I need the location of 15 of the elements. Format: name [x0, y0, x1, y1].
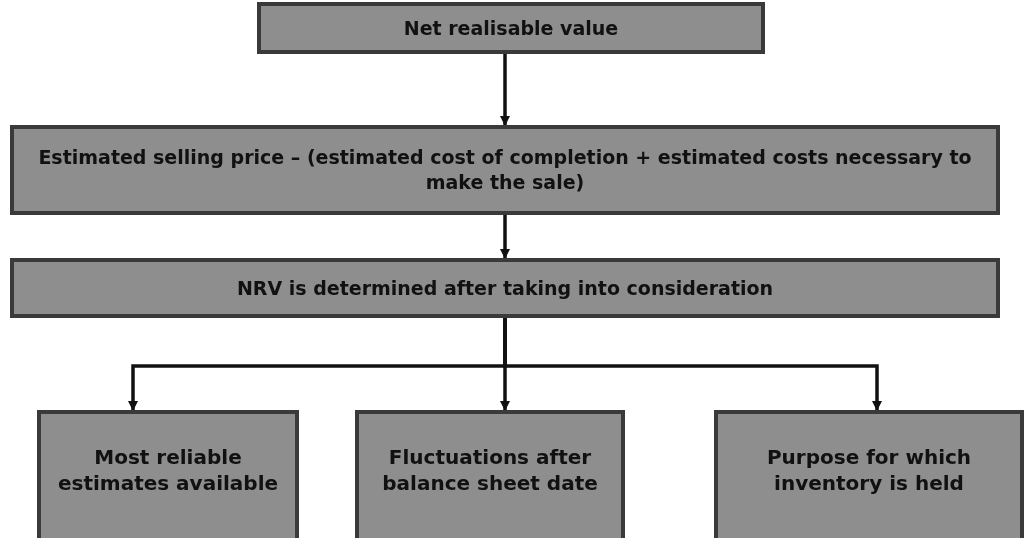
arrow [500, 215, 510, 259]
box-text: Net realisable value [402, 15, 620, 41]
box-text: Estimated selling price – (estimated cost of completion + estimated costs necessary to make the sale) [37, 145, 973, 195]
arrow [503, 318, 882, 411]
process-box [355, 410, 625, 538]
process-box [37, 410, 299, 538]
arrow [500, 54, 510, 126]
box-text: Fluctuations after balance sheet date [381, 444, 599, 496]
process-box [257, 2, 765, 54]
process-box [10, 125, 1000, 215]
box-text: Most reliable estimates available [56, 444, 280, 496]
process-box [10, 258, 1000, 318]
box-text: NRV is determined after taking into consideration [235, 275, 775, 301]
process-box [714, 410, 1024, 538]
box-text: Purpose for which inventory is held [765, 444, 973, 496]
